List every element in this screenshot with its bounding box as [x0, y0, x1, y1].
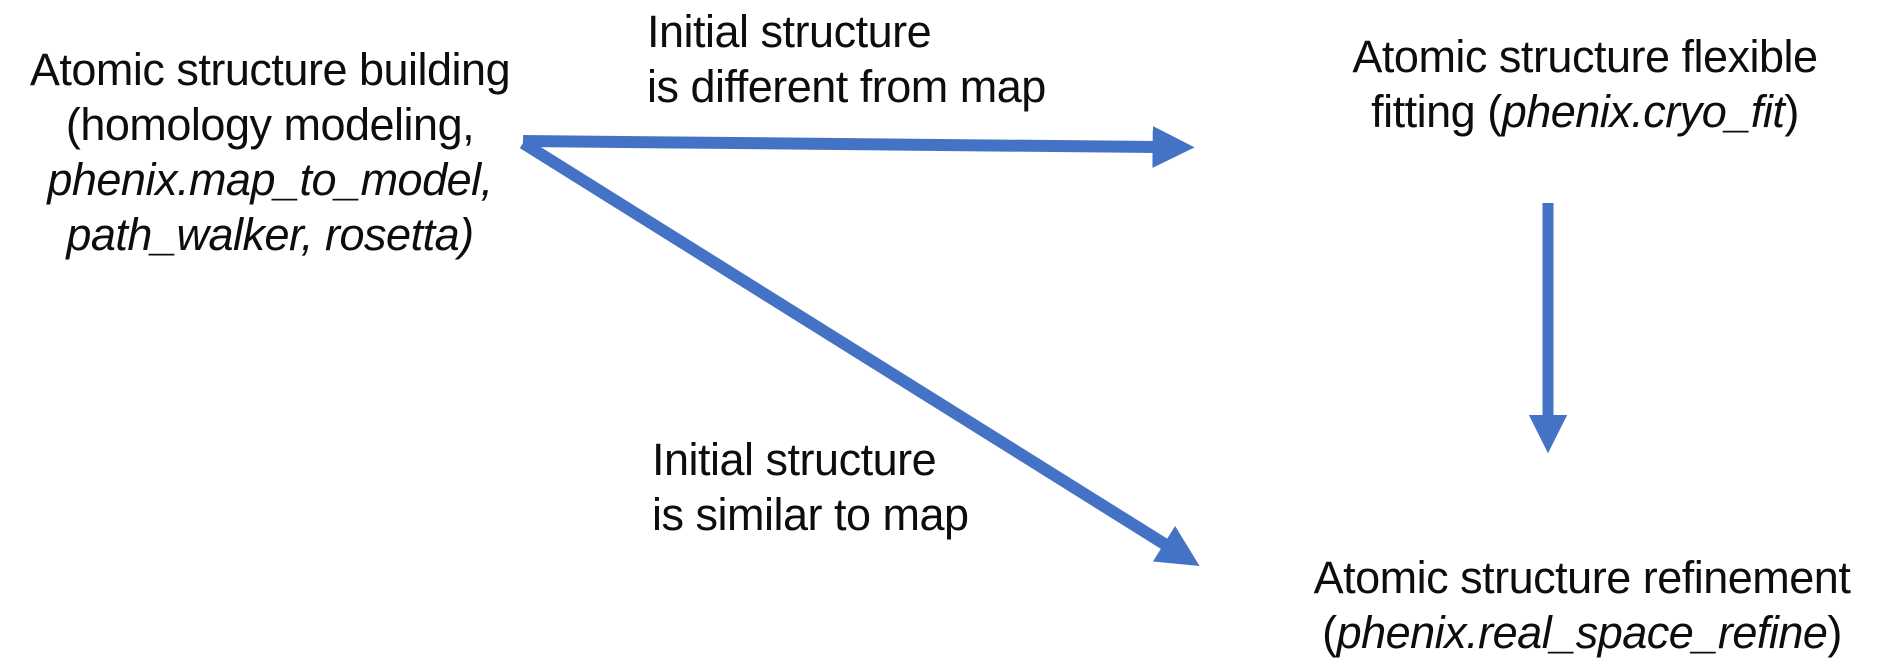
node-flexible-fitting: Atomic structure flexible fitting (pheni… [1280, 29, 1884, 139]
node-flexible-fitting-line2-prefix: fitting ( [1371, 86, 1502, 137]
edge-label-similar-line1: Initial structure [652, 434, 937, 485]
node-structure-refinement-line2-prefix: ( [1322, 607, 1337, 658]
arrow-building-to-refinement [519, 137, 1200, 566]
node-flexible-fitting-line2: fitting (phenix.cryo_fit) [1280, 84, 1884, 139]
arrow-building-to-fitting [522, 125, 1195, 168]
node-structure-building-line2: (homology modeling, [65, 99, 475, 150]
node-structure-building-line3: phenix.map_to_model, [47, 154, 493, 205]
node-flexible-fitting-line2-suffix: ) [1784, 86, 1799, 137]
edge-label-different-line1: Initial structure [647, 6, 932, 57]
node-structure-building-line1: Atomic structure building [29, 44, 511, 95]
node-structure-building: Atomic structure building (homology mode… [5, 42, 535, 262]
node-flexible-fitting-line1: Atomic structure flexible [1352, 31, 1818, 82]
node-structure-refinement-line2: (phenix.real_space_refine) [1276, 605, 1884, 660]
node-structure-refinement-line2-suffix: ) [1827, 607, 1842, 658]
edge-label-different-from-map: Initial structure is different from map [647, 4, 1046, 114]
node-structure-refinement: Atomic structure refinement (phenix.real… [1276, 550, 1884, 660]
node-structure-refinement-tool: phenix.real_space_refine [1336, 607, 1828, 658]
node-flexible-fitting-tool: phenix.cryo_fit [1501, 86, 1785, 137]
edge-label-different-line2: is different from map [647, 61, 1046, 112]
edge-label-similar-to-map: Initial structure is similar to map [652, 432, 969, 542]
edge-label-similar-line2: is similar to map [652, 489, 969, 540]
node-structure-building-line4: path_walker, rosetta) [66, 209, 474, 260]
node-structure-refinement-line1: Atomic structure refinement [1313, 552, 1851, 603]
